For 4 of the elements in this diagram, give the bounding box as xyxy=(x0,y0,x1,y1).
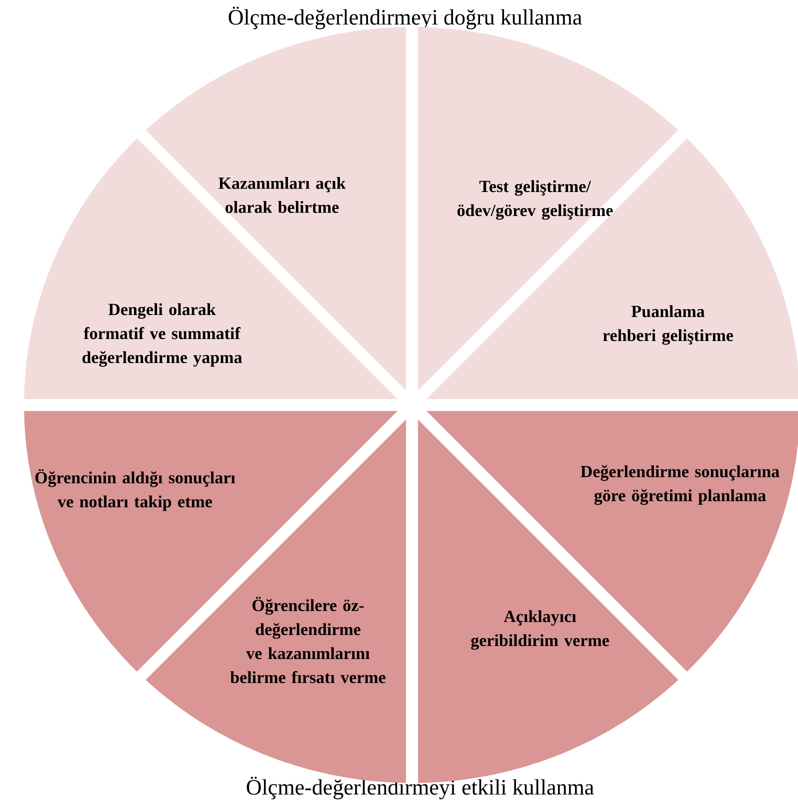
node-label: Test geliştirme/ ödev/görev geliştirme xyxy=(457,180,613,220)
node-label: Kazanımları açık olarak belirtme xyxy=(218,177,346,213)
node-label: Açıklayıcı geribildirim verme xyxy=(471,610,609,650)
title: Ölçme-değerlendirmeyi doğru kullanma xyxy=(228,6,582,30)
